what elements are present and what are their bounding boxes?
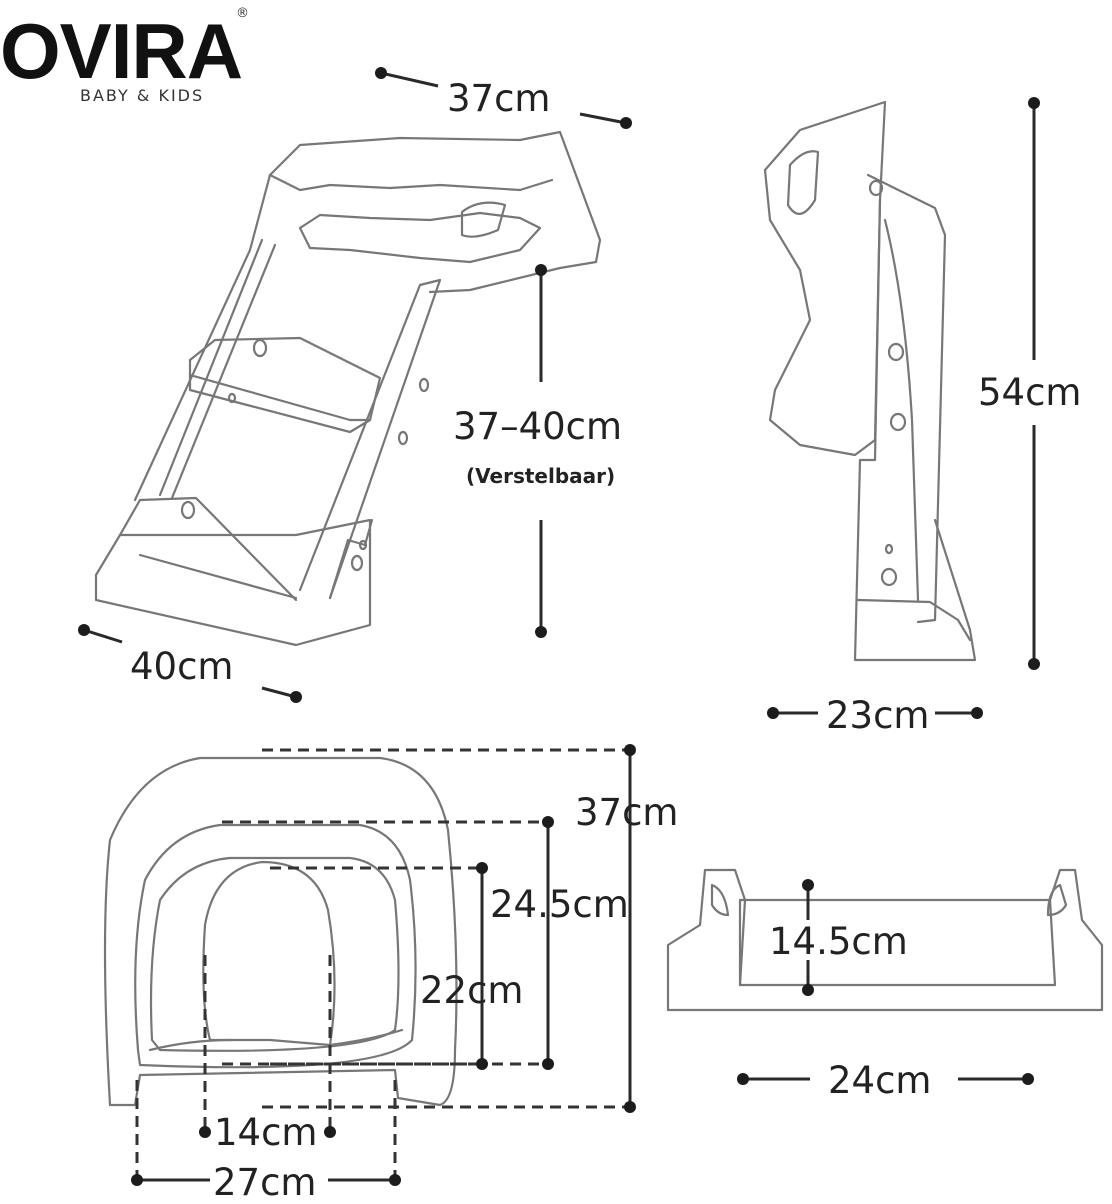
dim-endpoint (535, 626, 547, 638)
dim-endpoint (542, 816, 554, 828)
label-step-depth: 14.5cm (769, 920, 908, 963)
dim-endpoint (624, 744, 636, 756)
dim-endpoint (476, 862, 488, 874)
dim-line-seat-width-left (380, 71, 439, 88)
ladder-perspective-drawing (94, 130, 602, 647)
dim-endpoint (290, 691, 302, 703)
label-seat-depth: 37cm (575, 791, 679, 834)
seat-top-view-drawing (103, 756, 458, 1107)
label-total-height: 54cm (978, 371, 1082, 414)
dim-endpoint (802, 879, 814, 891)
dim-endpoint (620, 117, 632, 129)
label-inner-width: 27cm (213, 1161, 317, 1204)
brand-name: OVIRA (0, 7, 243, 95)
dim-endpoint (767, 707, 779, 719)
dim-endpoint (375, 67, 387, 79)
label-inner-depth: 24.5cm (490, 883, 629, 926)
dim-endpoint (737, 1073, 749, 1085)
dim-line-base-left (83, 628, 123, 644)
label-side-depth: 23cm (826, 694, 930, 737)
dim-endpoint (389, 1174, 401, 1186)
brand-tagline: BABY & KIDS (80, 86, 205, 105)
label-step-height: 37–40cm (453, 405, 623, 448)
dim-endpoint (802, 984, 814, 996)
dim-endpoint (476, 1058, 488, 1070)
dim-endpoint (1028, 97, 1040, 109)
dim-endpoint (971, 707, 983, 719)
label-seat-width: 37cm (447, 77, 551, 120)
dim-line-seat-width-right (579, 112, 627, 125)
dim-endpoint (535, 264, 547, 276)
dim-endpoint (324, 1126, 336, 1138)
brand-logo: OVIRA ® BABY & KIDS (0, 6, 249, 105)
dim-endpoint (542, 1058, 554, 1070)
dim-endpoint (199, 1126, 211, 1138)
dim-endpoint (78, 624, 90, 636)
dim-endpoint (1022, 1073, 1034, 1085)
dim-endpoint (624, 1101, 636, 1113)
step-top-view-drawing (666, 868, 1104, 1012)
label-base-width: 40cm (130, 645, 234, 688)
dim-endpoint (1028, 658, 1040, 670)
dim-endpoint (131, 1174, 143, 1186)
label-opening-depth: 22cm (420, 969, 524, 1012)
registered-mark: ® (236, 6, 249, 21)
label-opening-width: 14cm (214, 1111, 318, 1154)
label-step-width: 24cm (828, 1059, 932, 1102)
label-step-height-note: (Verstelbaar) (466, 464, 616, 488)
ladder-side-view-drawing (763, 100, 977, 662)
